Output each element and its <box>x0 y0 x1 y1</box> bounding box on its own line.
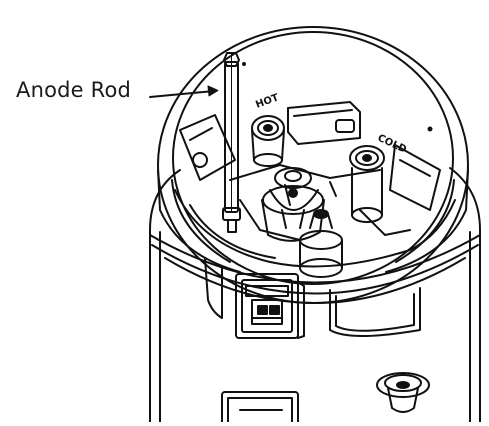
anode-rod-callout-label: Anode Rod <box>16 78 132 102</box>
drain-fitting <box>376 372 430 413</box>
hot-stamp-label: HOT <box>254 92 280 111</box>
relief-valve <box>299 209 343 278</box>
front-panels <box>204 257 421 337</box>
callout-leader <box>149 85 219 98</box>
control-module <box>235 273 305 339</box>
hot-outlet-pipe <box>251 115 285 167</box>
cold-stamp-label: COLD <box>376 133 408 156</box>
anode-rod <box>222 52 241 233</box>
cold-inlet-pipe <box>349 145 385 223</box>
access-door <box>221 391 299 426</box>
inner-deck <box>174 101 456 268</box>
center-fittings <box>261 167 325 242</box>
top-collar <box>157 26 469 304</box>
